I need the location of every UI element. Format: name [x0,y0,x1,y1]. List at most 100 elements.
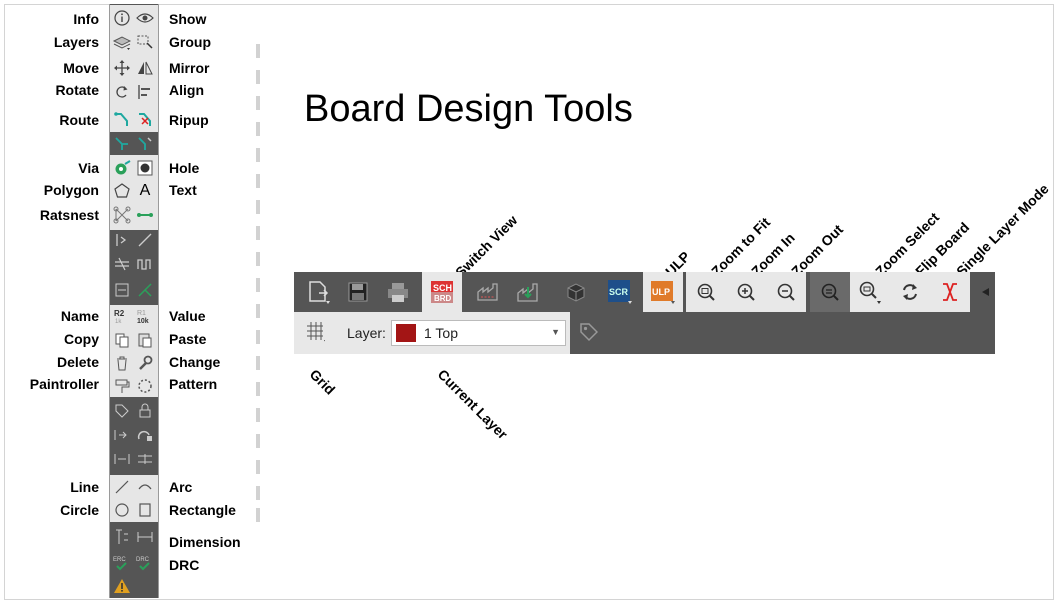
airwire-icon[interactable] [135,205,155,225]
layer-color-swatch [396,324,416,342]
label-dimension: Dimension [169,534,241,550]
erc-icon-text: ERC [113,557,126,563]
print-icon[interactable] [378,272,418,312]
cam-processor-icon[interactable] [468,272,508,312]
save-icon[interactable] [338,272,378,312]
lock-icon[interactable] [135,401,155,421]
divider-dash [256,460,260,474]
label-paste: Paste [169,331,207,347]
hole-icon[interactable] [135,158,155,178]
align-icon[interactable] [135,82,155,102]
gate-swap-icon[interactable] [112,449,132,469]
run-script-text: SCR [609,287,629,297]
zoom-previous-button[interactable] [810,272,850,312]
zoom-in-button[interactable] [726,272,766,312]
zoom-to-fit-button[interactable] [686,272,726,312]
dimension-vertical-icon[interactable] [112,527,132,547]
meander-wave-icon[interactable] [135,254,155,274]
circle-icon[interactable] [112,500,132,520]
divider-dash [256,356,260,370]
3d-view-icon[interactable] [556,272,596,312]
group-icon[interactable] [135,32,155,52]
info-icon[interactable] [112,8,132,28]
chevron-down-icon: ▼ [551,327,560,337]
label-arc: Arc [169,479,193,495]
autorouter-icon[interactable] [135,280,155,300]
layer-label: Layer: [347,325,386,341]
erc-icon[interactable]: ERC [112,553,132,573]
divider-dash [256,434,260,448]
attribute-tag-icon[interactable] [112,401,132,421]
pattern-icon[interactable] [135,376,155,396]
route-alt-icon[interactable] [112,134,132,154]
dimension-icon[interactable] [135,527,155,547]
ratsnest-icon[interactable] [112,205,132,225]
pin-swap-icon[interactable] [135,449,155,469]
flip-board-button[interactable] [890,272,930,312]
mirror-icon[interactable] [135,58,155,78]
divider-dash [256,382,260,396]
name-icon-text: R2 [114,309,125,318]
text-tool-icon[interactable]: A [139,182,151,199]
label-show: Show [169,11,207,27]
layer-tag-icon[interactable] [578,322,598,342]
divider-dash [256,408,260,422]
via-icon[interactable] [112,158,132,178]
copy-icon[interactable] [112,330,132,350]
label-layers: Layers [53,34,99,50]
figure-frame [4,4,1054,600]
drc-icon[interactable]: DRC [135,553,155,573]
label-paintroller: Paintroller [29,376,99,392]
show-eye-icon[interactable] [135,8,155,28]
ulp-button-text: ULP [652,287,670,297]
label-circle: Circle [60,502,99,518]
meander-icon[interactable] [112,230,132,250]
arc-icon[interactable] [135,477,155,497]
run-script-button[interactable]: SCR [600,272,640,312]
label-text: Text [169,182,197,198]
layer-select-value: 1 Top [424,325,458,341]
label-name: Name [60,308,99,324]
manufacturing-icon[interactable] [508,272,548,312]
zoom-out-button[interactable] [766,272,806,312]
move-icon[interactable] [112,58,132,78]
divider-dash [256,278,260,292]
label-route: Route [59,112,99,128]
grid-icon[interactable] [305,322,325,342]
paste-icon[interactable] [135,330,155,350]
rotate-icon[interactable] [112,82,132,102]
ripup-alt-icon[interactable] [135,134,155,154]
divider-dash [256,330,260,344]
rectangle-icon[interactable] [135,500,155,520]
change-wrench-icon[interactable] [135,353,155,373]
polygon-icon[interactable] [112,181,132,201]
switch-view-brd-text: BRD [434,294,452,303]
optimize-icon[interactable] [112,280,132,300]
ripup-icon[interactable] [135,110,155,130]
delete-icon[interactable] [112,353,132,373]
label-ripup: Ripup [169,112,209,128]
warning-icon[interactable] [112,576,132,596]
split-icon[interactable] [112,254,132,274]
toolbar-overflow-icon[interactable] [974,272,995,312]
ulp-button[interactable]: ULP [643,272,683,312]
replace-icon[interactable] [135,425,155,445]
label-hole: Hole [169,160,200,176]
route-icon[interactable] [112,110,132,130]
divider-dash [256,252,260,266]
zoom-select-button[interactable] [850,272,890,312]
label-rectangle: Rectangle [169,502,236,518]
miter-icon[interactable] [135,230,155,250]
paintroller-icon[interactable] [112,376,132,396]
single-layer-mode-button[interactable] [930,272,970,312]
layers-icon[interactable] [112,32,132,52]
layer-select[interactable]: 1 Top ▼ [391,320,566,346]
label-via: Via [78,160,99,176]
name-icon-subtext: 1k [115,319,122,325]
line-icon[interactable] [112,477,132,497]
open-file-icon[interactable] [298,272,338,312]
smash-icon[interactable] [112,425,132,445]
